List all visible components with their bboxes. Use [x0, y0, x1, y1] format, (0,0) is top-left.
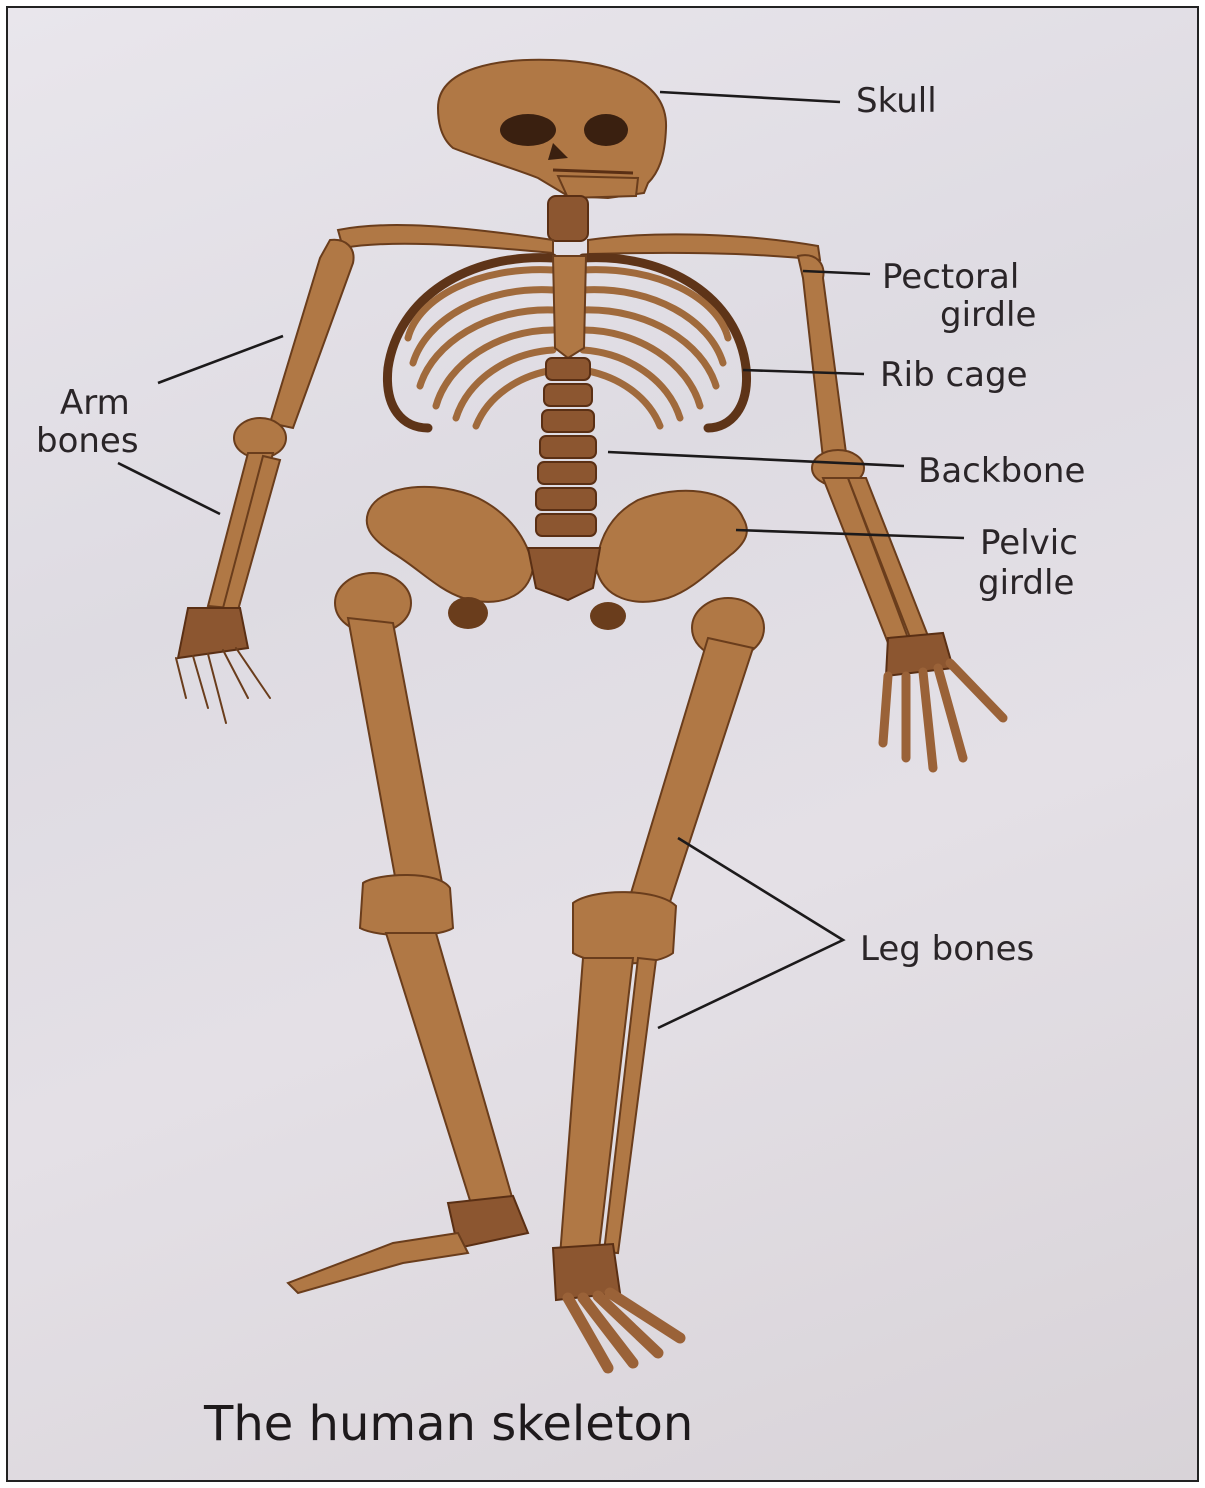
- label-pelvic-line1: Pelvic: [980, 523, 1078, 563]
- leg-leader: [658, 838, 843, 1028]
- skeleton-illustration: [176, 60, 1003, 1368]
- skull-leader: [660, 92, 840, 102]
- arm-leader-upper: [158, 336, 283, 383]
- label-backbone: Backbone: [918, 451, 1085, 491]
- backbone-drawing: [536, 358, 596, 536]
- arm-leader-lower: [118, 463, 220, 514]
- label-skull: Skull: [856, 81, 937, 121]
- skeleton-diagram: Skull Pectoral girdle Rib cage Backbone …: [8, 8, 1197, 1480]
- label-pelvic-line2: girdle: [978, 563, 1074, 603]
- rib-cage-leader: [743, 370, 864, 374]
- neck-drawing: [548, 196, 588, 241]
- label-pectoral-line2: girdle: [940, 295, 1036, 335]
- left-leg-drawing: [288, 573, 528, 1293]
- label-arm-line2: bones: [36, 421, 139, 461]
- label-pectoral-line1: Pectoral: [882, 257, 1019, 297]
- label-arm-line1: Arm: [60, 383, 130, 423]
- diagram-frame: Skull Pectoral girdle Rib cage Backbone …: [6, 6, 1199, 1482]
- label-leg-bones: Leg bones: [860, 929, 1034, 969]
- skull-drawing: [438, 60, 666, 198]
- left-arm-drawing: [176, 240, 354, 723]
- caption: The human skeleton: [203, 1396, 693, 1452]
- label-rib-cage: Rib cage: [880, 355, 1028, 395]
- right-leg-drawing: [553, 598, 764, 1368]
